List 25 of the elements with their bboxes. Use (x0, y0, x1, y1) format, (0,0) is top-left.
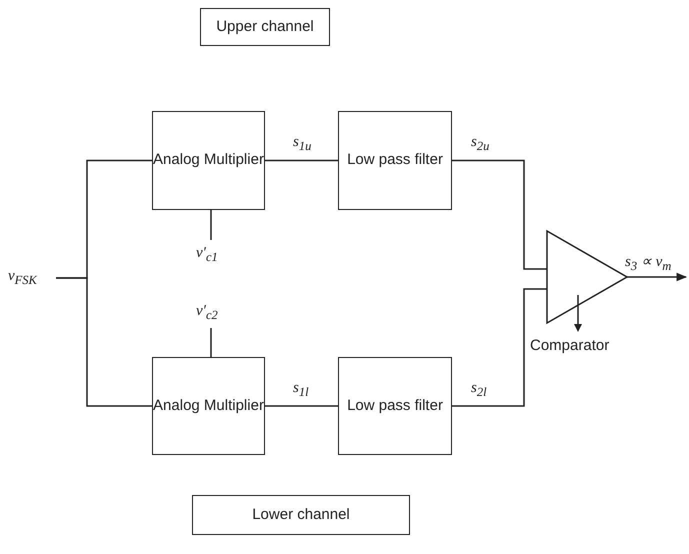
channel-box (192, 495, 410, 535)
process-box (338, 111, 452, 210)
signal-name: v′$_{c2}$ (196, 303, 218, 323)
process-box (152, 111, 265, 210)
process-box (338, 357, 452, 455)
comparator-label: Comparator (530, 337, 610, 354)
channel-box (200, 8, 330, 46)
comparator-triangle (547, 231, 627, 323)
connector-line (210, 328, 212, 357)
block-label: Upper channel (216, 18, 314, 36)
process-box (152, 357, 265, 455)
connector-line (452, 288, 547, 407)
block-label: Low pass filter (347, 396, 443, 416)
arrow (627, 272, 688, 282)
signal-name: v′$_{c1}$ (196, 245, 218, 265)
connector-line (452, 160, 547, 270)
connector-line (265, 405, 338, 407)
connector-line (265, 160, 338, 162)
block-label: Low pass filter (347, 151, 443, 170)
block-label: Analog Multiplier (153, 151, 264, 170)
connector-line (210, 210, 212, 240)
signal-name: v$_{FSK}$ (8, 268, 37, 288)
block-label: Analog Multiplier (153, 396, 264, 416)
block-label: Lower channel (252, 506, 350, 524)
connector-line (56, 277, 152, 407)
